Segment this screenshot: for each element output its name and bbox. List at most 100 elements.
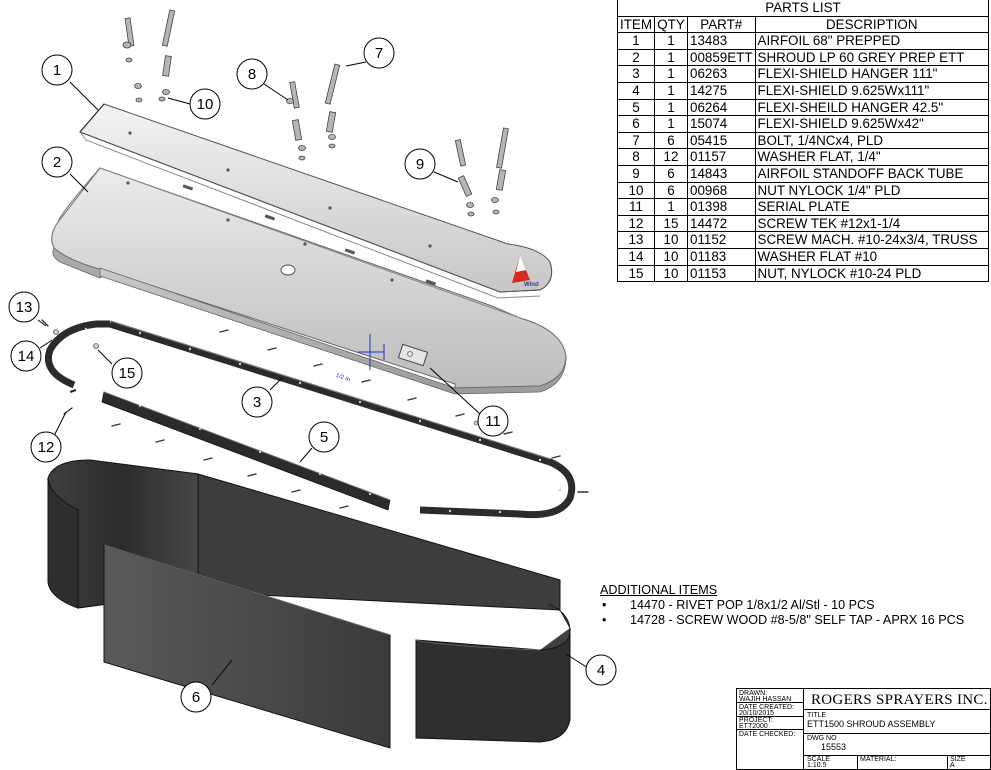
hardware-group (122, 9, 509, 217)
cell-quantity: 1 (654, 115, 688, 133)
header-item: ITEM (617, 15, 655, 34)
additional-items: ADDITIONAL ITEMS 14470 - RIVET POP 1/8x1… (600, 583, 964, 628)
cell-quantity: 10 (654, 264, 688, 283)
balloon-7: 7 (363, 37, 395, 69)
balloon-4-label: 4 (597, 662, 605, 679)
cell-quantity: 1 (654, 32, 688, 50)
balloon-2: 2 (41, 146, 73, 178)
balloon-13: 13 (8, 291, 40, 323)
cell-part-number: 06264 (687, 98, 756, 117)
balloon-12: 12 (30, 431, 62, 463)
cell-item-number: 5 (617, 98, 655, 117)
balloon-4: 4 (585, 654, 617, 686)
scale-label: SCALE (807, 756, 830, 763)
windfoil-logo: Wind (512, 255, 539, 288)
cell-quantity: 1 (654, 198, 688, 216)
cell-description: FLEXI-SHIELD 9.625Wx42" (754, 115, 990, 133)
logo-text: Wind (524, 282, 539, 288)
header-description: DESCRIPTION (754, 15, 990, 34)
parts-list-header-row: ITEM QTY PART# DESCRIPTION (617, 15, 990, 34)
balloon-3-label: 3 (253, 394, 261, 411)
hanger-42-part (101, 391, 391, 511)
cell-part-number: 14843 (687, 164, 756, 183)
dimension-text: 1/2 in (335, 373, 351, 384)
cell-description: AIRFOIL 68" PREPPED (754, 32, 990, 50)
balloon-1-label: 1 (53, 62, 61, 79)
balloon-9-label: 9 (416, 156, 424, 173)
cell-quantity: 15 (654, 214, 688, 233)
cell-quantity: 6 (654, 164, 688, 183)
cell-part-number: 01398 (687, 198, 756, 216)
cell-quantity: 10 (654, 247, 688, 266)
shroud-part (51, 167, 567, 395)
cell-part-number: 00968 (687, 181, 756, 200)
cell-quantity: 1 (654, 48, 688, 67)
cell-quantity: 1 (654, 98, 688, 117)
dwg-no-value: 15553 (821, 742, 847, 752)
cell-description: NUT, NYLOCK #10-24 PLD (754, 264, 990, 283)
cell-part-number: 01153 (687, 264, 756, 283)
additional-item: 14728 - SCREW WOOD #8-5/8" SELF TAP - AP… (600, 613, 964, 628)
balloon-leaders (37, 61, 589, 686)
washers-group (53, 329, 479, 426)
balloon-12-label: 12 (38, 439, 55, 456)
cell-item-number: 9 (617, 164, 655, 183)
cell-quantity: 6 (654, 131, 688, 150)
cell-description: SCREW TEK #12x1-1/4 (754, 214, 990, 233)
cell-description: AIRFOIL STANDOFF BACK TUBE (754, 164, 990, 183)
cell-description: BOLT, 1/4NCx4, PLD (754, 131, 990, 150)
cell-description: FLEXI-SHIELD HANGER 111" (754, 65, 990, 83)
parts-list-caption-row: PARTS LIST (617, 0, 989, 17)
flexi-shield-42-part (103, 544, 391, 749)
cell-item-number: 12 (617, 214, 655, 233)
title-label: TITLE (807, 712, 827, 719)
parts-list-caption: PARTS LIST (617, 0, 989, 17)
balloon-10: 10 (189, 88, 221, 120)
cell-description: SERIAL PLATE (754, 198, 990, 216)
balloon-5: 5 (308, 421, 340, 453)
size-value: A (950, 762, 955, 769)
cell-quantity: 1 (654, 81, 688, 100)
cell-description: WASHER FLAT #10 (754, 247, 990, 266)
scale-value: 1:10.5 (807, 762, 827, 769)
balloon-3: 3 (241, 386, 273, 418)
balloon-2-label: 2 (53, 154, 61, 171)
drawn-label: DRAWN: (739, 690, 768, 697)
project-value: ETT2000 (739, 723, 768, 730)
balloon-14-label: 14 (18, 348, 35, 365)
cell-quantity: 1 (654, 65, 688, 83)
cell-item-number: 11 (617, 198, 655, 216)
cell-part-number: 06263 (687, 65, 756, 83)
cell-item-number: 14 (617, 247, 655, 266)
cell-part-number: 00859ETT (687, 48, 756, 67)
balloon-8: 8 (236, 58, 268, 90)
size-label: SIZE (950, 756, 966, 763)
balloon-14: 14 (10, 340, 42, 372)
dimension-callout: 1/2 in (335, 334, 385, 384)
material-label: MATERIAL: (860, 756, 897, 763)
cell-part-number: 14472 (687, 214, 756, 233)
cell-part-number: 01152 (687, 231, 756, 249)
cell-description: FLEXI-SHEILD HANGER 42.5" (754, 98, 990, 117)
cell-description: FLEXI-SHIELD 9.625Wx111" (754, 81, 990, 100)
balloon-1: 1 (41, 54, 73, 86)
serial-plate-part (397, 343, 429, 367)
cell-item-number: 8 (617, 148, 655, 166)
cell-item-number: 10 (617, 181, 655, 200)
balloon-11-label: 11 (485, 413, 501, 430)
cell-item-number: 3 (617, 65, 655, 83)
cell-item-number: 1 (617, 32, 655, 50)
drawn-value: WAJIH HASSAN (739, 696, 792, 703)
balloon-8-label: 8 (248, 66, 256, 83)
